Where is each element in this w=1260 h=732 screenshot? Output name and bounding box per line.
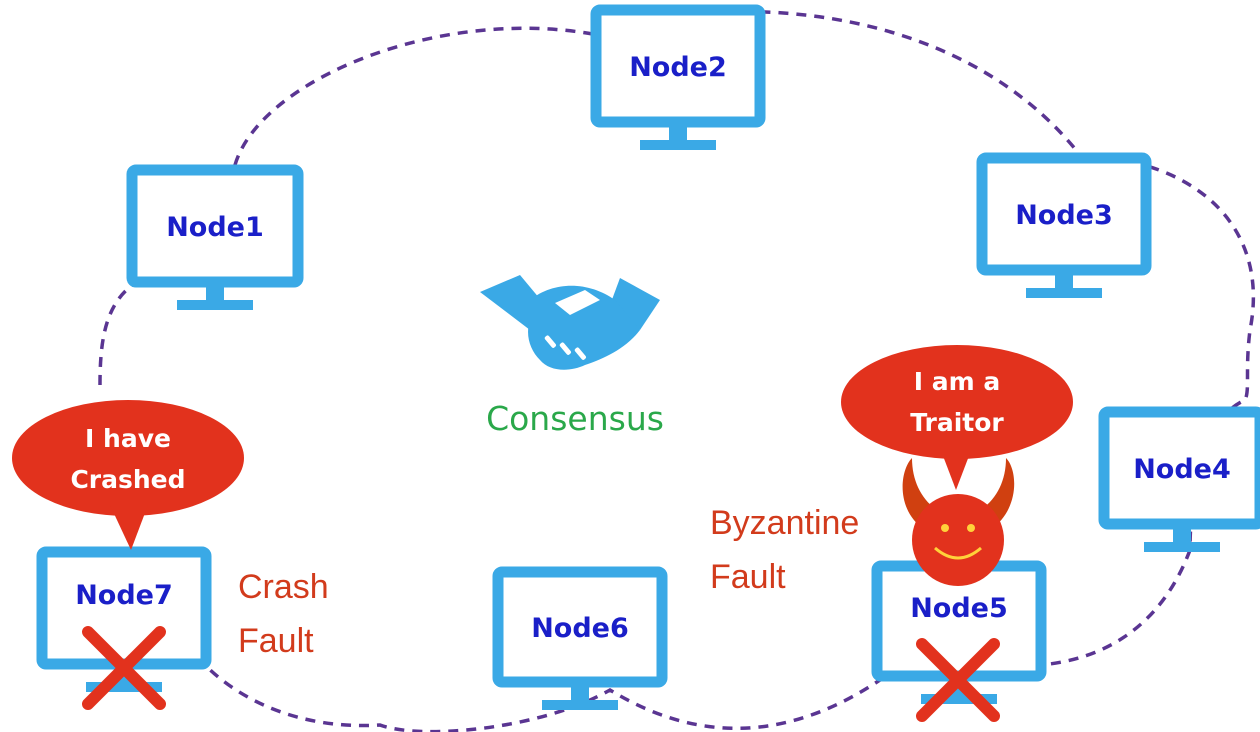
monitor-stand (1144, 542, 1220, 552)
monitor-neck (1055, 275, 1073, 289)
traitor-bubble-line1: I am a (914, 367, 1001, 396)
monitor-stand (640, 140, 716, 150)
traitor-cross-icon (916, 638, 1000, 722)
consensus-label: Consensus (486, 399, 664, 438)
monitor-screen (492, 566, 668, 688)
node3-label: Node3 (1015, 200, 1113, 231)
crash-bubble-line1: I have (85, 424, 171, 453)
monitor-node3: Node3 (976, 152, 1152, 298)
devil-icon (902, 458, 1015, 586)
crashed-cross-icon (82, 626, 166, 710)
monitor-neck (571, 687, 589, 701)
crash-bubble-line2: Crashed (70, 465, 185, 494)
node2-label: Node2 (629, 52, 727, 83)
monitor-neck (206, 287, 224, 301)
monitor-node1: Node1 (126, 164, 304, 310)
monitor-screen (590, 4, 766, 128)
monitor-neck (669, 127, 687, 141)
node6-label: Node6 (531, 613, 629, 644)
monitor-node4: Node4 (1098, 406, 1260, 552)
monitor-screen (976, 152, 1152, 276)
crash-speech-bubble (12, 400, 244, 550)
node1-label: Node1 (166, 212, 264, 243)
node4-label: Node4 (1133, 454, 1231, 485)
monitor-stand (921, 694, 997, 704)
crash-fault-line2: Fault (238, 622, 314, 660)
monitor-stand (86, 682, 162, 692)
monitor-neck (1173, 529, 1191, 543)
handshake-icon (480, 275, 660, 370)
byzantine-fault-line1: Byzantine (710, 504, 859, 542)
monitor-stand (177, 300, 253, 310)
monitor-screen (126, 164, 304, 288)
monitor-screen (1098, 406, 1260, 530)
monitor-node2: Node2 (590, 4, 766, 150)
node5-label: Node5 (910, 593, 1008, 624)
crash-fault-line1: Crash (238, 568, 329, 606)
monitor-stand (542, 700, 618, 710)
traitor-speech-bubble (841, 345, 1073, 490)
monitor-node6: Node6 (492, 566, 668, 710)
node7-label: Node7 (75, 580, 173, 611)
byzantine-fault-line2: Fault (710, 558, 786, 596)
monitor-stand (1026, 288, 1102, 298)
traitor-bubble-line2: Traitor (910, 408, 1004, 437)
